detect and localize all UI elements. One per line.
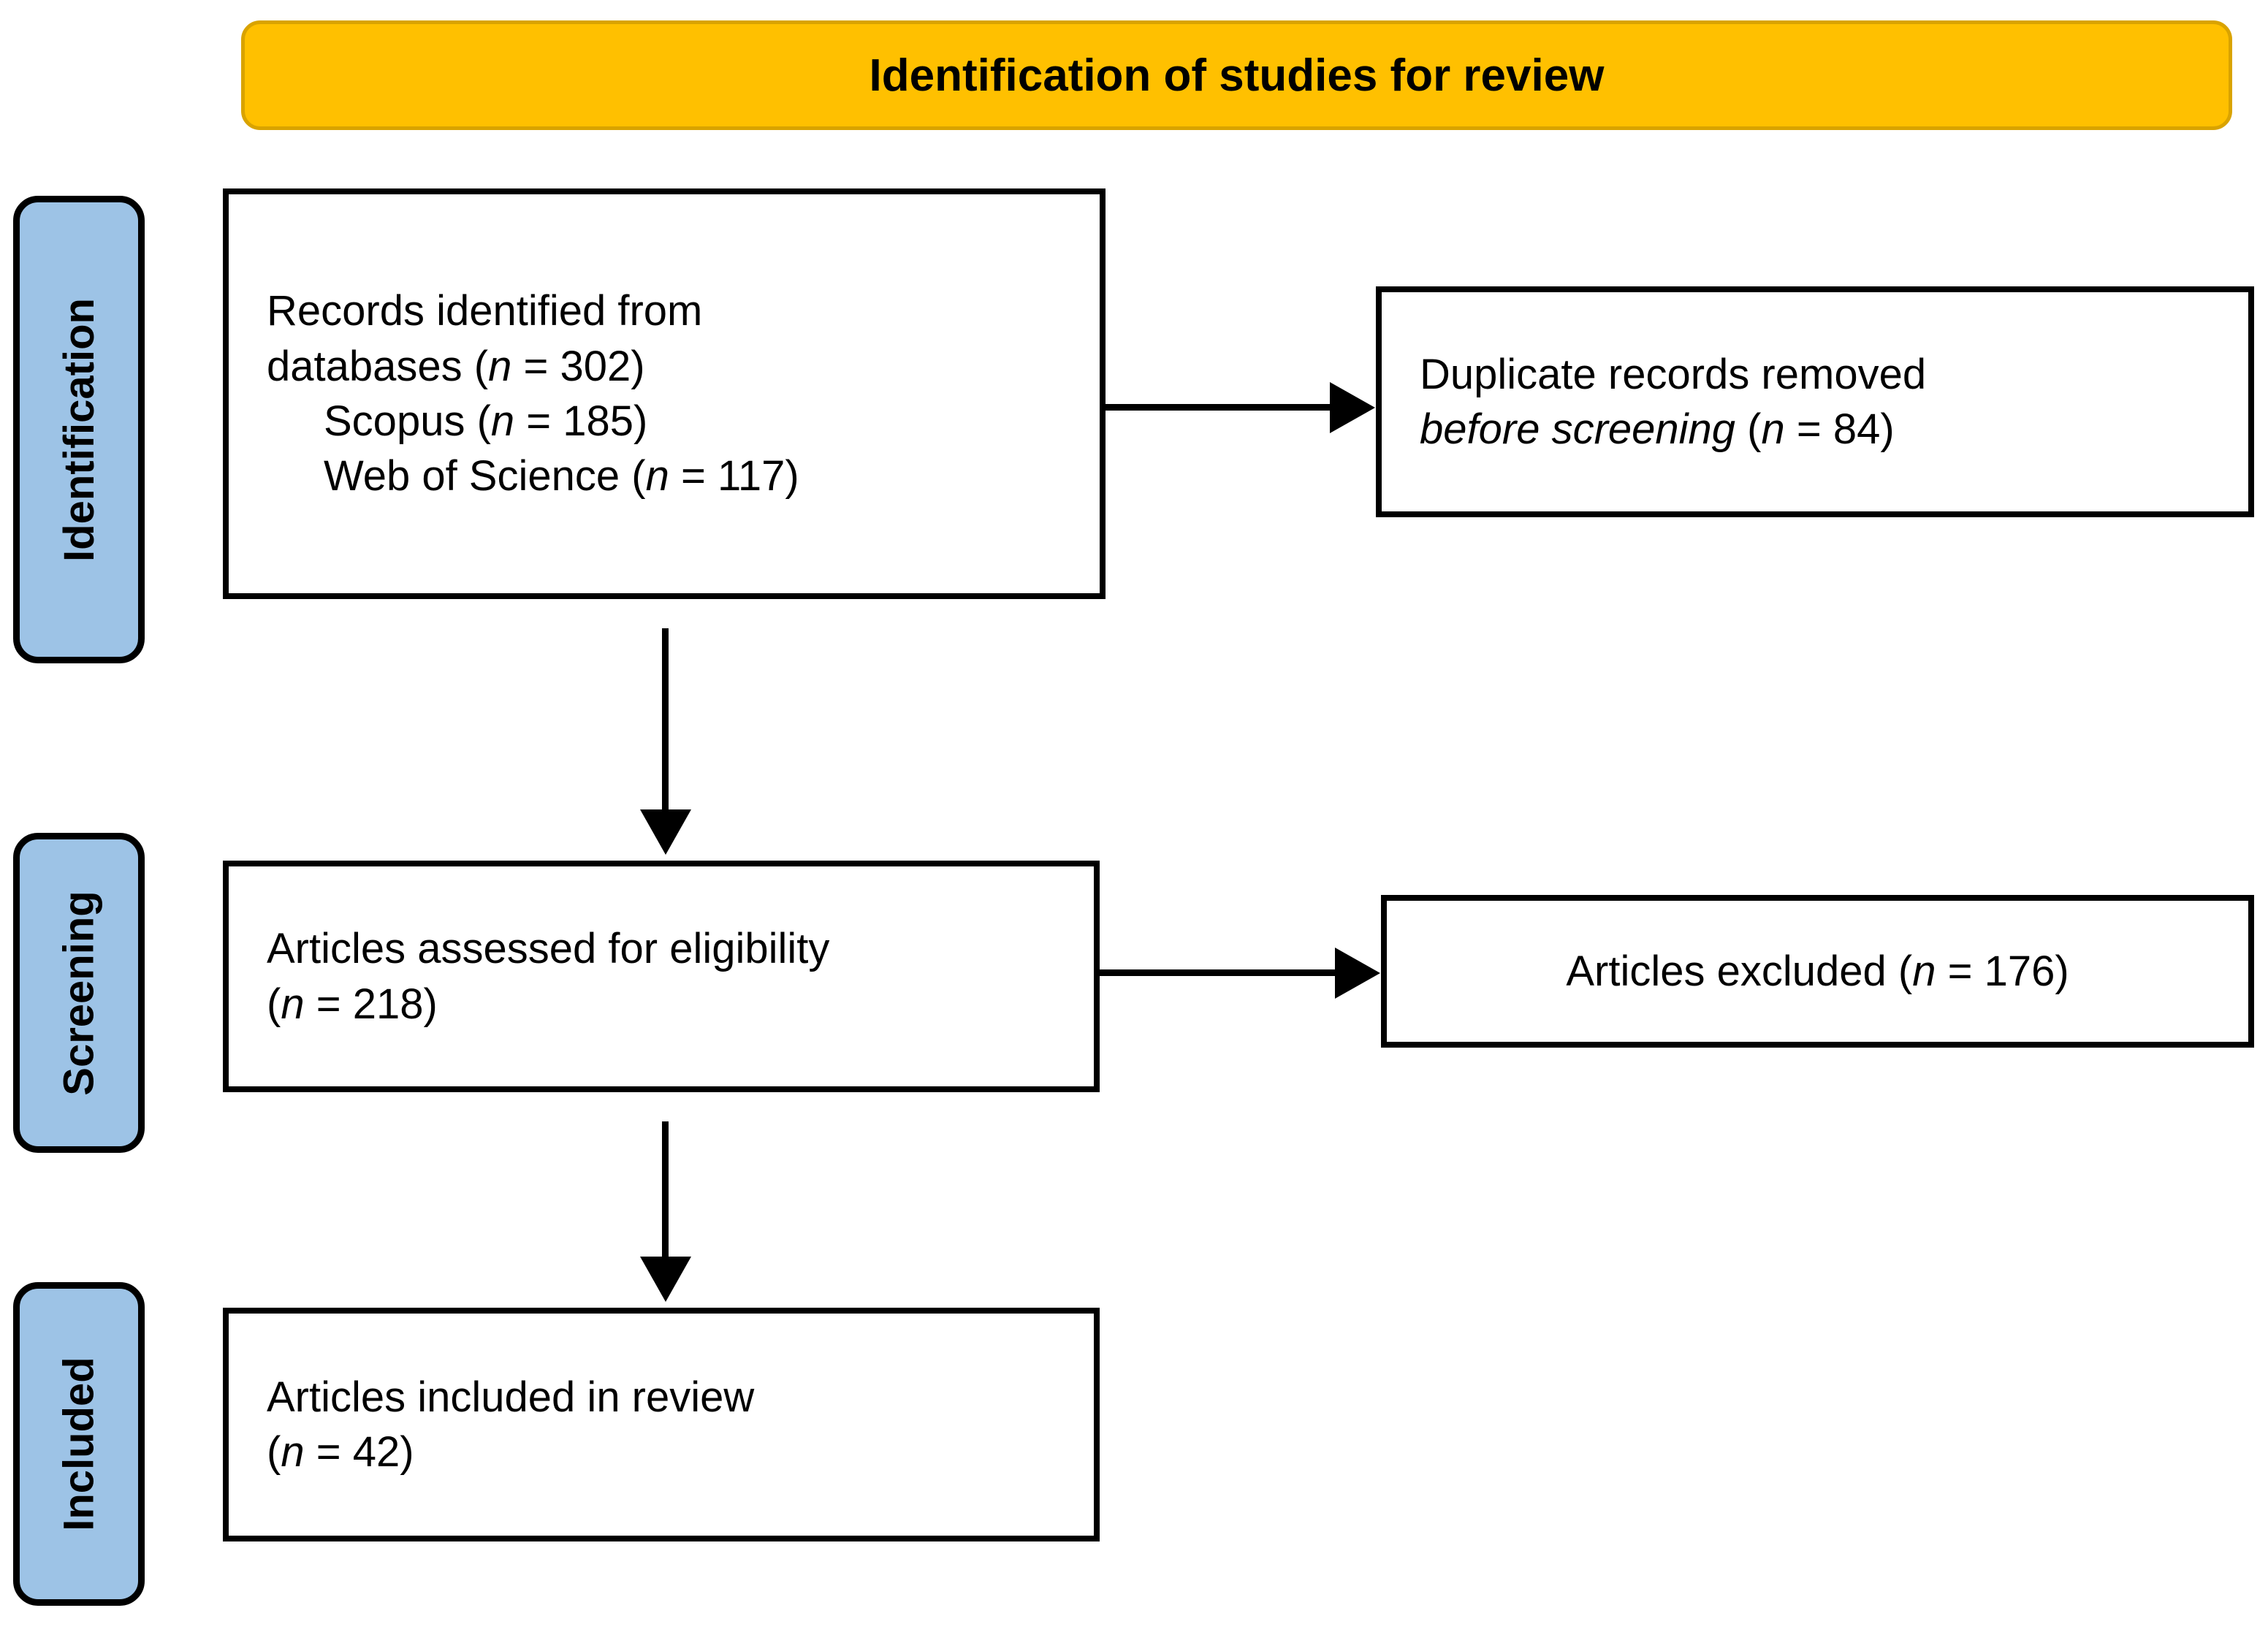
wos-n: n bbox=[645, 452, 669, 500]
arrow-head-right-icon bbox=[1330, 382, 1375, 433]
excluded-suffix: = 176) bbox=[1936, 947, 2069, 995]
wos-suffix: = 117) bbox=[669, 452, 799, 500]
box-articles-excluded: Articles excluded (n = 176) bbox=[1381, 895, 2254, 1048]
records-databases-n: n bbox=[488, 342, 512, 390]
included-suffix: = 42) bbox=[304, 1428, 414, 1476]
box-records-text: Records identified from databases (n = 3… bbox=[229, 283, 1100, 504]
stage-identification-text: Identification bbox=[55, 297, 103, 562]
records-line-1: Records identified from bbox=[267, 287, 703, 335]
stage-label-included: Included bbox=[13, 1282, 145, 1606]
arrow-shaft bbox=[662, 628, 669, 815]
eligibility-n: n bbox=[281, 980, 305, 1028]
title-banner: Identification of studies for review bbox=[241, 20, 2232, 130]
duplicates-suffix: = 84) bbox=[1784, 405, 1895, 453]
excluded-n: n bbox=[1912, 947, 1936, 995]
arrow-shaft bbox=[1100, 969, 1337, 976]
stage-label-screening: Screening bbox=[13, 833, 145, 1153]
box-duplicates-text: Duplicate records removed before screeni… bbox=[1382, 347, 2248, 457]
arrow-shaft bbox=[1106, 404, 1332, 411]
stage-included-text: Included bbox=[55, 1357, 103, 1531]
duplicates-line-1: Duplicate records removed bbox=[1420, 350, 1927, 398]
excluded-prefix: Articles excluded ( bbox=[1566, 947, 1913, 995]
included-line-2: (n = 42) bbox=[267, 1425, 1073, 1479]
wos-prefix: Web of Science ( bbox=[324, 452, 646, 500]
eligibility-suffix: = 218) bbox=[304, 980, 438, 1028]
box-articles-included-review: Articles included in review (n = 42) bbox=[223, 1308, 1100, 1541]
records-source-wos: Web of Science (n = 117) bbox=[267, 449, 1079, 503]
excluded-line-1: Articles excluded (n = 176) bbox=[1416, 944, 2219, 999]
duplicates-before-screening: before screening bbox=[1420, 405, 1736, 453]
box-included-text: Articles included in review (n = 42) bbox=[229, 1370, 1094, 1480]
scopus-n: n bbox=[490, 397, 515, 445]
arrow-head-down-icon bbox=[640, 809, 691, 855]
duplicates-n: n bbox=[1761, 405, 1785, 453]
box-records-identified: Records identified from databases (n = 3… bbox=[223, 188, 1106, 599]
eligibility-open: ( bbox=[267, 980, 281, 1028]
stage-label-identification: Identification bbox=[13, 196, 145, 663]
included-n: n bbox=[281, 1428, 305, 1476]
eligibility-line-1: Articles assessed for eligibility bbox=[267, 925, 830, 973]
records-databases-suffix: = 302) bbox=[511, 342, 645, 390]
scopus-prefix: Scopus ( bbox=[324, 397, 491, 445]
duplicates-line-2: before screening (n = 84) bbox=[1420, 402, 2228, 457]
records-source-scopus: Scopus (n = 185) bbox=[267, 394, 1079, 449]
scopus-suffix: = 185) bbox=[514, 397, 648, 445]
duplicates-open: ( bbox=[1735, 405, 1762, 453]
box-excluded-text: Articles excluded (n = 176) bbox=[1387, 944, 2248, 999]
eligibility-line-2: (n = 218) bbox=[267, 977, 1073, 1032]
box-eligibility-text: Articles assessed for eligibility (n = 2… bbox=[229, 921, 1094, 1032]
included-line-1: Articles included in review bbox=[267, 1373, 755, 1421]
box-duplicate-records-removed: Duplicate records removed before screeni… bbox=[1376, 286, 2254, 517]
arrow-head-down-icon bbox=[640, 1257, 691, 1302]
arrow-shaft bbox=[662, 1121, 669, 1262]
stage-screening-text: Screening bbox=[55, 890, 103, 1096]
banner-title-text: Identification of studies for review bbox=[869, 50, 1605, 101]
records-databases-prefix: databases ( bbox=[267, 342, 489, 390]
arrow-head-right-icon bbox=[1335, 948, 1380, 999]
box-articles-assessed-eligibility: Articles assessed for eligibility (n = 2… bbox=[223, 861, 1100, 1092]
records-line-2: databases (n = 302) bbox=[267, 339, 1079, 394]
included-open: ( bbox=[267, 1428, 281, 1476]
